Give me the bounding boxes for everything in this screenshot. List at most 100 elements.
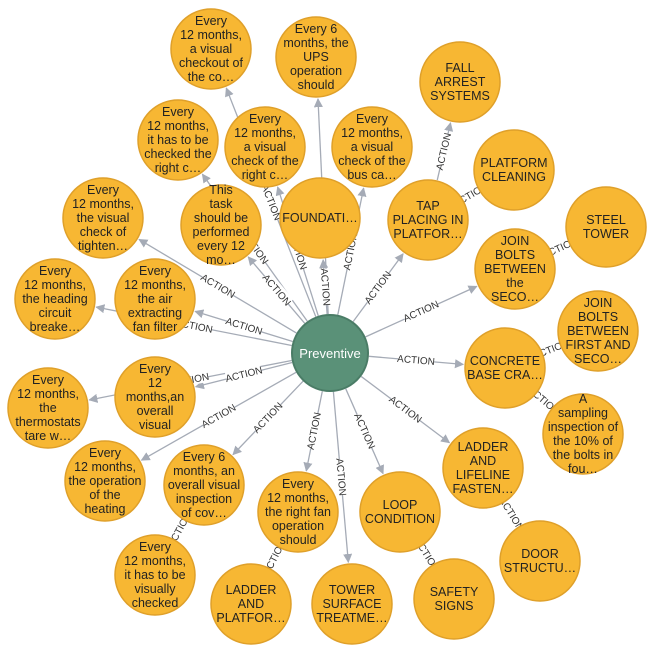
node-label-line: Every	[39, 264, 72, 278]
node-label-line: should	[280, 533, 317, 547]
node-label-line: CONDITION	[365, 512, 435, 526]
node-label-line: FIRST AND	[565, 338, 630, 352]
edge-label-text: ACTION	[333, 458, 347, 497]
center-node-circle	[291, 314, 369, 392]
node-label-line: PLATFOR…	[216, 611, 285, 625]
node-label-line: mo…	[206, 253, 236, 267]
node-circle	[114, 534, 196, 616]
node-circle	[473, 129, 555, 211]
node-label-line: TOWER	[583, 227, 629, 241]
node-label-line: breake…	[30, 320, 81, 334]
node-label-line: months, the	[283, 36, 348, 50]
node-circle	[275, 16, 357, 98]
edge-label-center-n19: ACTION	[224, 363, 264, 385]
edge-label-center-n15: ACTION	[224, 314, 263, 338]
center-node-preventive[interactable]: Preventive	[291, 314, 369, 392]
node-label-line: SECO…	[574, 352, 622, 366]
edge-label-text: ACTION	[397, 354, 436, 368]
node-label-line: fou…	[568, 462, 598, 476]
node-label-line: AND	[470, 454, 496, 468]
node-label-line: 12	[148, 376, 162, 390]
node-label-line: operation	[290, 64, 342, 78]
node-label-line: tare w…	[25, 429, 72, 443]
node-label-line: inspection	[176, 492, 232, 506]
edge-label-text: ACTION	[387, 394, 424, 425]
node-label-line: tighten…	[78, 239, 128, 253]
node-label-line: checkout of	[179, 56, 243, 70]
node-label-line: checked the	[144, 147, 211, 161]
node-circle	[210, 563, 292, 645]
node-label-line: fan filter	[133, 320, 177, 334]
edge-label-bg	[334, 458, 350, 496]
node-label-line: DOOR	[521, 547, 559, 561]
edge-label-bg	[318, 268, 334, 306]
node-label-line: SURFACE	[322, 597, 381, 611]
node-label-line: STRUCTU…	[504, 561, 576, 575]
node-label-line: overall visual	[168, 478, 240, 492]
node-circle	[557, 290, 639, 372]
node-label-line: it has to be	[147, 133, 208, 147]
node-circle	[180, 184, 262, 266]
node-label-line: TOWER	[329, 583, 375, 597]
node-label-line: PLATFORM	[480, 156, 547, 170]
node-label-line: Every	[356, 112, 389, 126]
node-label-line: Every	[139, 540, 172, 554]
node-circle	[359, 471, 441, 553]
node-label-line: JOIN	[501, 234, 529, 248]
node-label-line: BASE CRA…	[467, 368, 543, 382]
node-circle	[499, 520, 581, 602]
edge-label-bg	[303, 412, 323, 450]
node-n10[interactable]: FOUNDATI…	[279, 177, 361, 259]
node-label-line: every 12	[197, 239, 245, 253]
node-circle	[114, 258, 196, 340]
node-circle	[170, 8, 252, 90]
node-label-line: CLEANING	[482, 170, 546, 184]
edge-label-bg	[199, 401, 237, 430]
edge-label-center-n17: ACTION	[397, 351, 436, 368]
edge-label-bg	[259, 183, 285, 221]
node-circle	[224, 106, 306, 188]
node-circle	[442, 427, 524, 509]
node-circle	[7, 367, 89, 449]
